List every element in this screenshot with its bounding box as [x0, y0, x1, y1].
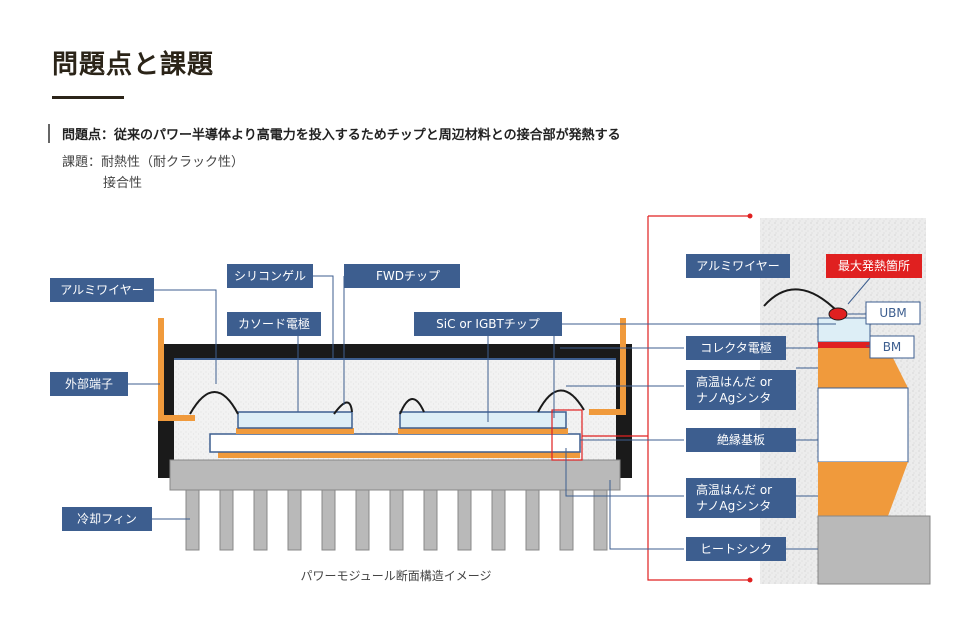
label-lower-solder-1: 高温はんだ or	[696, 482, 772, 497]
housing-lid	[158, 344, 632, 358]
bracket-dot-bottom	[747, 577, 753, 583]
label-cooling-fin: 冷却フィン	[77, 512, 137, 526]
label-box-upper-solder	[686, 370, 796, 410]
detail-lower-solder	[818, 462, 908, 516]
lower-solder-layer	[218, 452, 580, 458]
label-aluminum-wire-detail: アルミワイヤー	[696, 259, 780, 273]
max-heat-point-marker	[828, 307, 848, 321]
module-cross-section	[158, 318, 632, 551]
label-box-max-heat-point	[826, 254, 922, 278]
label-bm: BM	[883, 340, 902, 354]
base-plate	[169, 459, 621, 491]
diagram-caption: パワーモジュール断面構造イメージ	[301, 568, 492, 583]
upper-solder-fwd	[236, 428, 354, 434]
label-box-sic-igbt-chip	[414, 312, 562, 336]
label-box-cathode-electrode	[227, 312, 321, 336]
title-underline	[52, 96, 124, 99]
sic-igbt-chip	[399, 411, 567, 429]
issues-block: 課題：耐熱性（耐クラック性） 接合性	[62, 152, 244, 194]
label-box-fwd-chip	[344, 264, 460, 288]
issues-line-1: 課題：耐熱性（耐クラック性）	[62, 155, 245, 170]
gel-top-line	[174, 358, 616, 360]
external-terminal-right	[589, 318, 626, 415]
insulating-substrate	[209, 433, 581, 453]
label-upper-solder-2: ナノAgシンタ	[696, 391, 771, 405]
label-lower-solder-2: ナノAgシンタ	[696, 499, 771, 513]
label-ubm: UBM	[879, 306, 906, 320]
upper-solder-igbt	[398, 428, 568, 434]
label-silicone-gel: シリコンゲル	[234, 269, 306, 283]
detail-aluminum-wire	[763, 288, 839, 313]
label-collector-electrode: コレクタ電極	[700, 340, 772, 355]
label-box-cooling-fin	[62, 507, 152, 531]
label-box-ubm	[865, 301, 921, 325]
label-cathode-electrode: カソード電極	[238, 316, 310, 331]
label-box-heat-sink	[686, 537, 786, 561]
detail-heat-sink	[817, 515, 931, 585]
bracket-dot-top	[747, 213, 753, 219]
left-leader-lines	[128, 275, 489, 520]
label-box-silicone-gel	[227, 264, 313, 288]
label-box-aluminum-wire	[50, 278, 154, 302]
right-leader-lines	[553, 277, 871, 550]
aluminum-wires	[189, 389, 585, 415]
label-box-aluminum-wire-detail	[686, 254, 790, 278]
detail-chip	[817, 317, 871, 343]
detail-insulating-substrate	[817, 387, 909, 463]
label-max-heat-point: 最大発熱箇所	[838, 259, 910, 273]
detail-collector-electrode	[818, 342, 870, 348]
label-box-lower-solder	[686, 478, 796, 518]
label-fwd-chip: FWDチップ	[376, 269, 440, 283]
label-heat-sink: ヒートシンク	[700, 542, 772, 556]
detail-highlight-box	[551, 409, 583, 461]
issues-line-2: 接合性	[103, 176, 143, 191]
page-title: 問題点と課題	[52, 50, 215, 80]
label-external-terminal: 外部端子	[65, 376, 113, 391]
label-insulating-substrate: 絶縁基板	[717, 432, 765, 447]
label-aluminum-wire: アルミワイヤー	[60, 283, 144, 297]
label-upper-solder-1: 高温はんだ or	[696, 374, 772, 389]
label-box-bm	[869, 335, 915, 359]
cooling-fins	[185, 489, 608, 551]
label-box-collector-electrode	[686, 336, 786, 360]
right-labels: アルミワイヤー 最大発熱箇所 UBM BM コレクタ電極 高温はんだ or ナノ…	[686, 254, 922, 561]
left-labels: アルミワイヤー シリコンゲル FWDチップ カソード電極 SiC or IGBT…	[50, 264, 562, 531]
problem-statement: 問題点：従来のパワー半導体より高電力を投入するためチップと周辺材料との接合部が発…	[48, 124, 621, 143]
label-box-insulating-substrate	[686, 428, 796, 452]
label-sic-igbt-chip: SiC or IGBTチップ	[436, 317, 540, 331]
external-terminal-left	[158, 318, 195, 421]
label-box-external-terminal	[50, 372, 128, 396]
detail-bracket	[582, 215, 750, 581]
fwd-chip	[237, 411, 353, 429]
